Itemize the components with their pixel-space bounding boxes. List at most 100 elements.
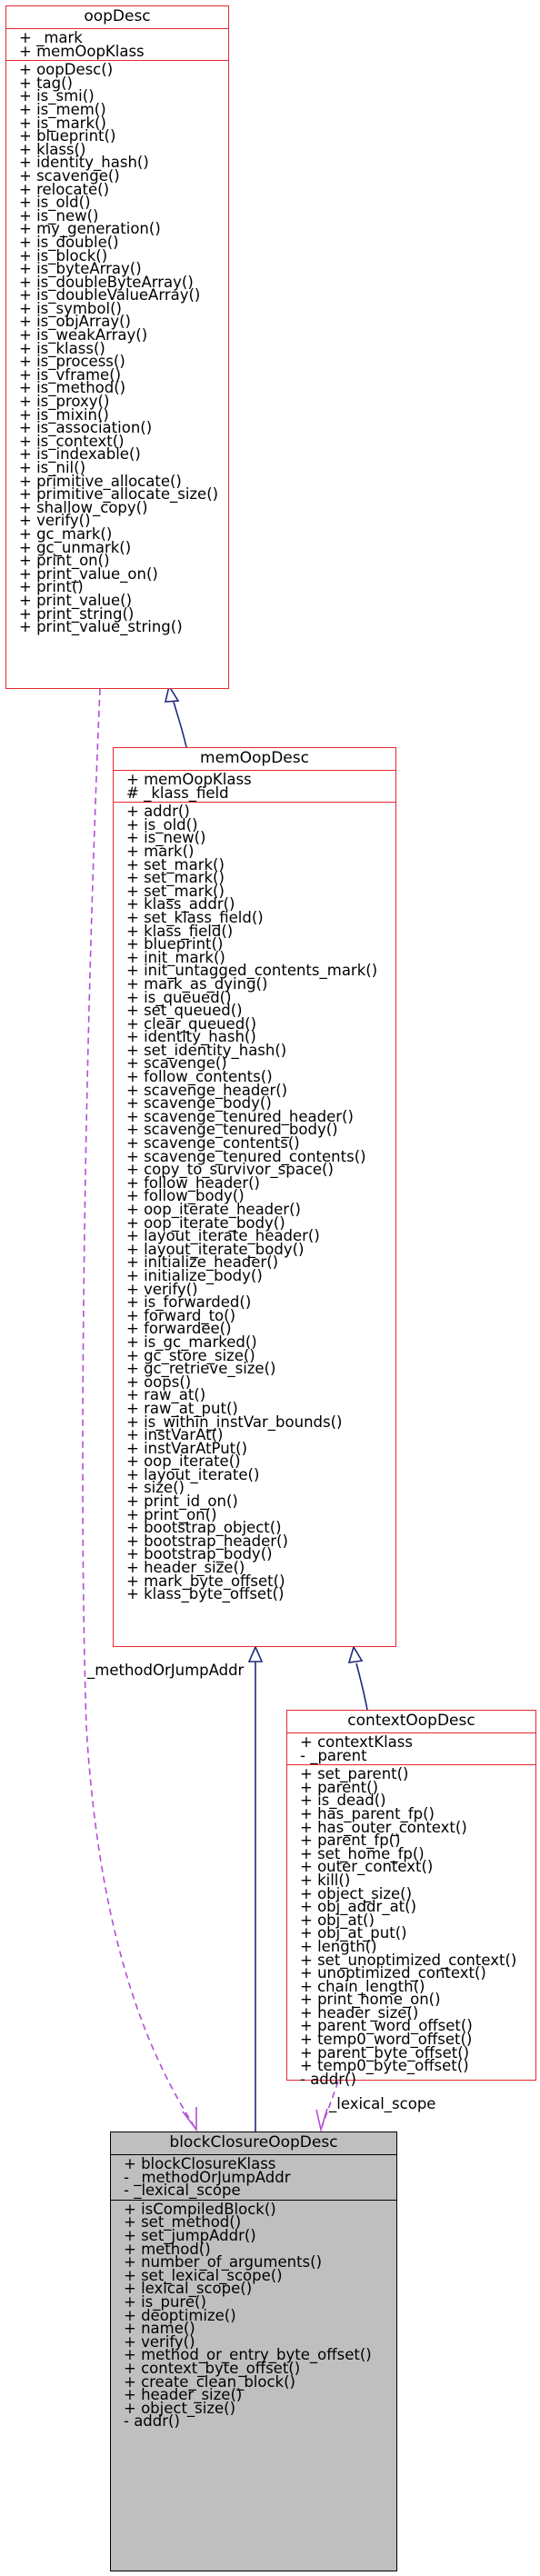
member-row: + is_old() xyxy=(126,815,198,834)
member-row: + is_vframe() xyxy=(19,365,122,384)
member-row: + set_lexical_scope() xyxy=(124,2266,283,2284)
member-row: + is_gc_marked() xyxy=(126,1333,257,1351)
member-row: + layout_iterate_body() xyxy=(126,1240,305,1258)
member-row: - _parent xyxy=(300,1746,367,1764)
member-row: + lexical_scope() xyxy=(124,2280,253,2298)
member-row: + set_mark() xyxy=(126,855,225,874)
inheritance-edge-context-to-memoop xyxy=(355,1662,368,1711)
class-blockclosureoopdesc[interactable]: blockClosureOopDesc + blockClosureKlass-… xyxy=(110,2132,397,2571)
member-row: + my_generation() xyxy=(19,220,161,238)
member-row: + is_objArray() xyxy=(19,313,131,331)
member-row: + is_proxy() xyxy=(19,393,110,411)
member-row: + init_mark() xyxy=(126,948,225,966)
class-title: oopDesc xyxy=(6,6,228,29)
member-row: + print_on() xyxy=(19,552,110,570)
member-row: + klass_byte_offset() xyxy=(126,1585,285,1603)
member-row: + print_string() xyxy=(19,604,135,623)
member-row: + is_nil() xyxy=(19,459,86,476)
member-row: + blueprint() xyxy=(126,935,224,954)
member-row: + deoptimize() xyxy=(124,2306,236,2324)
methods-section: + set_parent()+ parent()+ is_dead()+ has… xyxy=(287,1765,535,2088)
member-row: + is_within_instVar_bounds() xyxy=(126,1413,343,1431)
attributes-section: + _mark+ memOopKlass xyxy=(6,29,228,62)
member-row: + set_unoptimized_context() xyxy=(300,1951,517,1969)
member-row: + shallow_copy() xyxy=(19,498,148,516)
member-row: + follow_header() xyxy=(126,1173,260,1192)
member-row: + set_klass_field() xyxy=(126,908,264,926)
member-row: + addr() xyxy=(126,803,190,821)
member-row: + instVarAtPut() xyxy=(126,1439,248,1457)
member-row: + is_dead() xyxy=(300,1792,386,1810)
member-row: + is_new() xyxy=(19,206,99,225)
member-row: + gc_unmark() xyxy=(19,538,132,556)
member-row: + identity_hash() xyxy=(19,154,149,172)
member-row: + contextKlass xyxy=(300,1733,413,1751)
member-row: + scavenge_body() xyxy=(126,1094,272,1113)
attributes-section: + contextKlass- _parent xyxy=(287,1733,535,1766)
member-row: + primitive_allocate_size() xyxy=(19,485,219,504)
member-row: + size() xyxy=(126,1479,185,1497)
member-row: + gc_store_size() xyxy=(126,1346,255,1364)
member-row: + klass() xyxy=(19,140,86,158)
member-row: + is_context() xyxy=(19,432,125,450)
member-row: + klass_addr() xyxy=(126,895,235,914)
member-row: + initialize_body() xyxy=(126,1266,263,1284)
member-row: + oop_iterate_header() xyxy=(126,1201,301,1218)
methods-section: + oopDesc()+ tag()+ is_smi()+ is_mem()+ … xyxy=(6,61,228,636)
member-row: + print_home_on() xyxy=(300,1991,441,2009)
member-row: + context_byte_offset() xyxy=(124,2359,301,2377)
member-row: + relocate() xyxy=(19,180,109,198)
member-row: + number_of_arguments() xyxy=(124,2253,323,2271)
member-row: + copy_to_survivor_space() xyxy=(126,1161,334,1179)
member-row: + create_clean_block() xyxy=(124,2372,295,2391)
member-row: + isCompiledBlock() xyxy=(124,2200,276,2218)
member-row: + mark_byte_offset() xyxy=(126,1572,285,1590)
member-row: + verify() xyxy=(124,2332,195,2351)
member-row: + is_mixin() xyxy=(19,405,109,424)
member-row: + klass_field() xyxy=(126,922,234,940)
member-row: + init_untagged_contents_mark() xyxy=(126,962,378,980)
member-row: + identity_hash() xyxy=(126,1028,256,1046)
member-row: + is_old() xyxy=(19,194,91,212)
member-row: + follow_body() xyxy=(126,1187,245,1205)
member-row: + scavenge() xyxy=(19,166,120,185)
member-row: + set_identity_hash() xyxy=(126,1041,287,1059)
member-row: + scavenge_header() xyxy=(126,1081,288,1099)
class-memoopdesc[interactable]: memOopDesc + memOopKlass# _klass_field +… xyxy=(113,747,396,1647)
member-row: + initialize_header() xyxy=(126,1253,279,1272)
member-row: + memOopKlass xyxy=(126,771,252,788)
member-row: + is_double() xyxy=(19,233,119,251)
member-row: + header_size() xyxy=(126,1559,245,1577)
inheritance-arrow-context-to-memoop xyxy=(347,1645,364,1663)
methods-section: + addr()+ is_old()+ is_new()+ mark()+ se… xyxy=(114,803,395,1603)
member-row: + instVarAt() xyxy=(126,1426,224,1444)
member-row: + unoptimized_context() xyxy=(300,1964,486,1982)
member-row: + outer_context() xyxy=(300,1858,434,1876)
class-contextoopdesc[interactable]: contextOopDesc + contextKlass- _parent +… xyxy=(286,1710,536,2086)
inheritance-edge-memoop-to-oop xyxy=(173,701,187,748)
member-row: + bootstrap_object() xyxy=(126,1519,282,1537)
class-oopdesc[interactable]: oopDesc + _mark+ memOopKlass + oopDesc()… xyxy=(5,5,229,689)
member-row: + scavenge() xyxy=(126,1054,227,1073)
member-row: + print_on() xyxy=(126,1505,217,1523)
member-row: + print_value_string() xyxy=(19,618,183,636)
member-row: + mark() xyxy=(126,842,195,860)
member-row: + is_block() xyxy=(19,246,108,265)
attributes-section: + memOopKlass# _klass_field xyxy=(114,771,395,804)
member-row: + oopDesc() xyxy=(19,61,114,79)
member-row: + parent_byte_offset() xyxy=(300,2043,470,2062)
member-row: + memOopKlass xyxy=(19,42,145,60)
member-row: + is_pure() xyxy=(124,2292,206,2311)
member-row: + name() xyxy=(124,2320,195,2338)
member-row: # _klass_field xyxy=(126,784,229,802)
inheritance-arrow-memoop-to-oop xyxy=(164,684,180,703)
member-row: + is_association() xyxy=(19,419,153,437)
member-row: - _methodOrJumpAddr xyxy=(124,2168,291,2186)
member-row: + set_jumpAddr() xyxy=(124,2226,256,2244)
member-row: + parent_fp() xyxy=(300,1832,401,1850)
member-row: + is_klass() xyxy=(19,339,105,357)
member-row: + gc_mark() xyxy=(19,524,113,543)
member-row: + print() xyxy=(19,578,84,596)
member-row: + obj_addr_at() xyxy=(300,1898,417,1916)
